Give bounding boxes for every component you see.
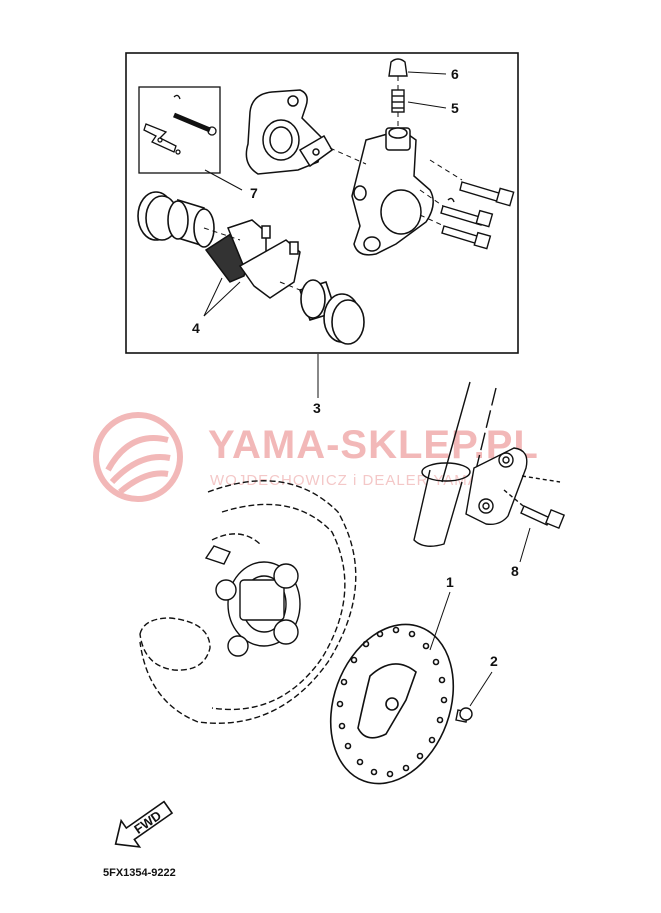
forward-arrow: FWD bbox=[114, 800, 174, 848]
disc-bolt bbox=[455, 707, 473, 723]
watermark: YAMA-SKLEP.PL WOJDECHOWICZ i DEALER YAMA… bbox=[93, 412, 539, 502]
watermark-brand: YAMA-SKLEP.PL bbox=[208, 423, 539, 467]
caliper-bolts bbox=[440, 181, 515, 250]
callout-6: 6 bbox=[451, 66, 459, 82]
caliper-body bbox=[351, 127, 434, 256]
bleed-cap bbox=[388, 58, 408, 77]
mount-bolt bbox=[503, 489, 566, 530]
front-wheel bbox=[139, 480, 357, 724]
assembly-lines bbox=[203, 76, 463, 291]
leader-lines bbox=[203, 71, 531, 707]
callouts: 6 5 7 4 3 1 2 8 bbox=[192, 66, 519, 669]
watermark-logo-icon bbox=[93, 412, 183, 502]
callout-1: 1 bbox=[446, 574, 454, 590]
pin-kit-box bbox=[138, 86, 221, 174]
diagram-code: 5FX1354-9222 bbox=[103, 867, 176, 879]
callout-8: 8 bbox=[511, 563, 519, 579]
callout-2: 2 bbox=[490, 653, 498, 669]
caliper-assembly-box bbox=[125, 52, 519, 354]
callout-5: 5 bbox=[451, 100, 459, 116]
callout-4: 4 bbox=[192, 320, 200, 336]
callout-3: 3 bbox=[313, 400, 321, 416]
front-fork bbox=[413, 381, 561, 547]
wheel-hub bbox=[204, 545, 301, 657]
brake-disc bbox=[329, 623, 455, 785]
brake-pads bbox=[204, 219, 301, 299]
piston-set-left bbox=[137, 191, 215, 248]
caliper-bracket bbox=[245, 89, 333, 175]
forward-arrow-icon bbox=[114, 800, 174, 848]
callout-7: 7 bbox=[250, 185, 258, 201]
bleed-screw bbox=[391, 89, 405, 113]
piston-set-right bbox=[298, 279, 365, 345]
